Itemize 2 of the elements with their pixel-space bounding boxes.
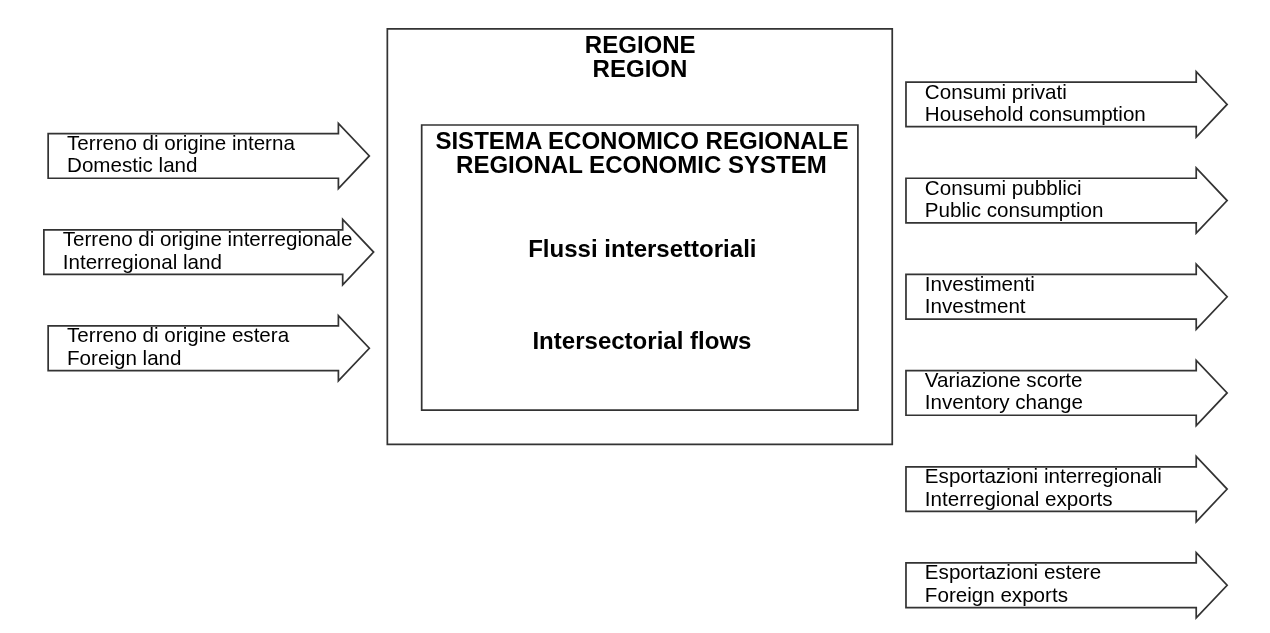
label: Flussi intersettoriali <box>527 234 757 262</box>
label: Intersectorial flows <box>531 327 751 355</box>
